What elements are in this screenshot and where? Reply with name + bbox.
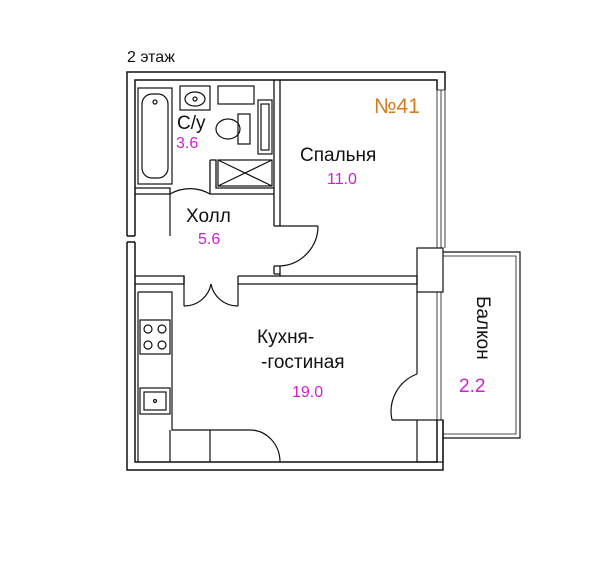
balcony-name: Балкон <box>472 296 493 360</box>
bathroom-area: 3.6 <box>176 135 199 152</box>
hall-area: 5.6 <box>198 231 221 248</box>
kitchen-sink-icon <box>139 387 171 415</box>
utility-box <box>257 99 273 155</box>
bedroom-area: 11.0 <box>327 171 357 188</box>
toilet-icon <box>215 85 255 145</box>
living-name-line1: Кухня- <box>257 327 315 348</box>
floor-label: 2 этаж <box>127 49 175 66</box>
outer-walls <box>126 71 446 471</box>
balcony-door-frame <box>416 247 444 463</box>
balcony-area: 2.2 <box>459 376 486 397</box>
apartment-number: №41 <box>374 95 420 118</box>
balcony-door <box>390 292 418 421</box>
bathroom-door <box>169 188 211 236</box>
balcony-outline <box>443 251 521 439</box>
bedroom-door <box>279 225 319 267</box>
bathtub-icon <box>137 87 173 185</box>
hall-name: Холл <box>186 206 231 227</box>
living-area: 19.0 <box>292 384 324 401</box>
living-double-door <box>183 283 239 307</box>
bedroom-window <box>436 89 446 248</box>
interior-walls <box>135 80 418 285</box>
bathroom-name: С/у <box>177 113 206 134</box>
kitchen-counter <box>137 291 281 463</box>
stove-icon <box>139 319 171 355</box>
shaft-icon <box>217 159 273 187</box>
sink-icon <box>179 85 211 111</box>
bedroom-name: Спальня <box>300 145 377 166</box>
living-name-line2: -гостиная <box>261 352 345 373</box>
